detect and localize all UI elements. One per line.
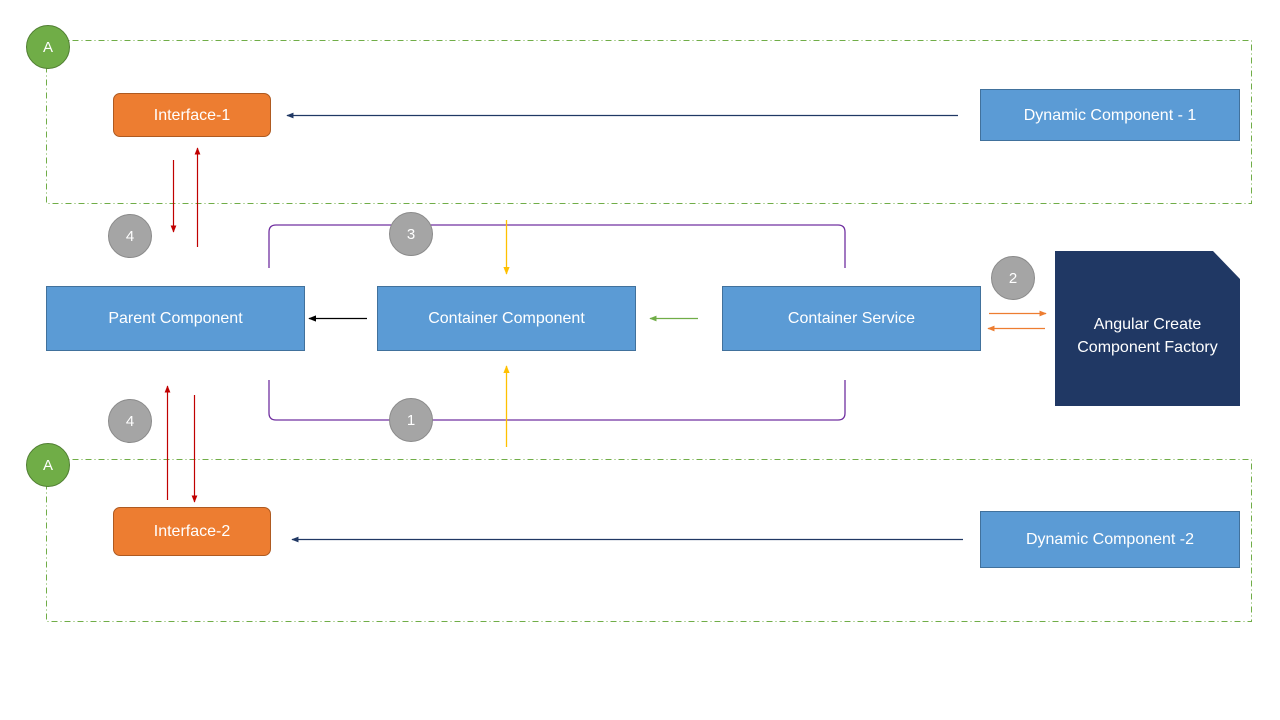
container-component-box: Container Component [377, 286, 636, 351]
container-service-box: Container Service [722, 286, 981, 351]
interface-1-box: Interface-1 [113, 93, 271, 137]
parent-component-label: Parent Component [108, 310, 243, 327]
step-badge-2: 2 [991, 256, 1035, 300]
group-frame-top [46, 40, 1252, 204]
dynamic-component-2-label: Dynamic Component -2 [1025, 531, 1195, 548]
container-service-label: Container Service [787, 310, 916, 327]
dynamic-component-1-label: Dynamic Component - 1 [1023, 106, 1197, 124]
step-badge-1: 1 [389, 398, 433, 442]
step-badge-3: 3 [389, 212, 433, 256]
group-frame-bottom [46, 459, 1252, 622]
group-badge-bottom: A [26, 443, 70, 487]
group-badge-top: A [26, 25, 70, 69]
parent-component-box: Parent Component [46, 286, 305, 351]
interface-1-label: Interface-1 [153, 106, 231, 124]
dynamic-component-2-box: Dynamic Component -2 [980, 511, 1240, 568]
container-component-label: Container Component [428, 310, 585, 327]
step-badge-4-bottom: 4 [108, 399, 152, 443]
step-badge-4-top: 4 [108, 214, 152, 258]
interface-2-box: Interface-2 [113, 507, 271, 556]
angular-component-factory-label: Angular Create Component Factory [1077, 315, 1218, 356]
bracket-top [268, 224, 846, 268]
interface-2-label: Interface-2 [153, 523, 231, 540]
dynamic-component-1-box: Dynamic Component - 1 [980, 89, 1240, 141]
bracket-bottom [268, 380, 846, 421]
angular-component-factory-box: Angular Create Component Factory [1055, 251, 1240, 406]
